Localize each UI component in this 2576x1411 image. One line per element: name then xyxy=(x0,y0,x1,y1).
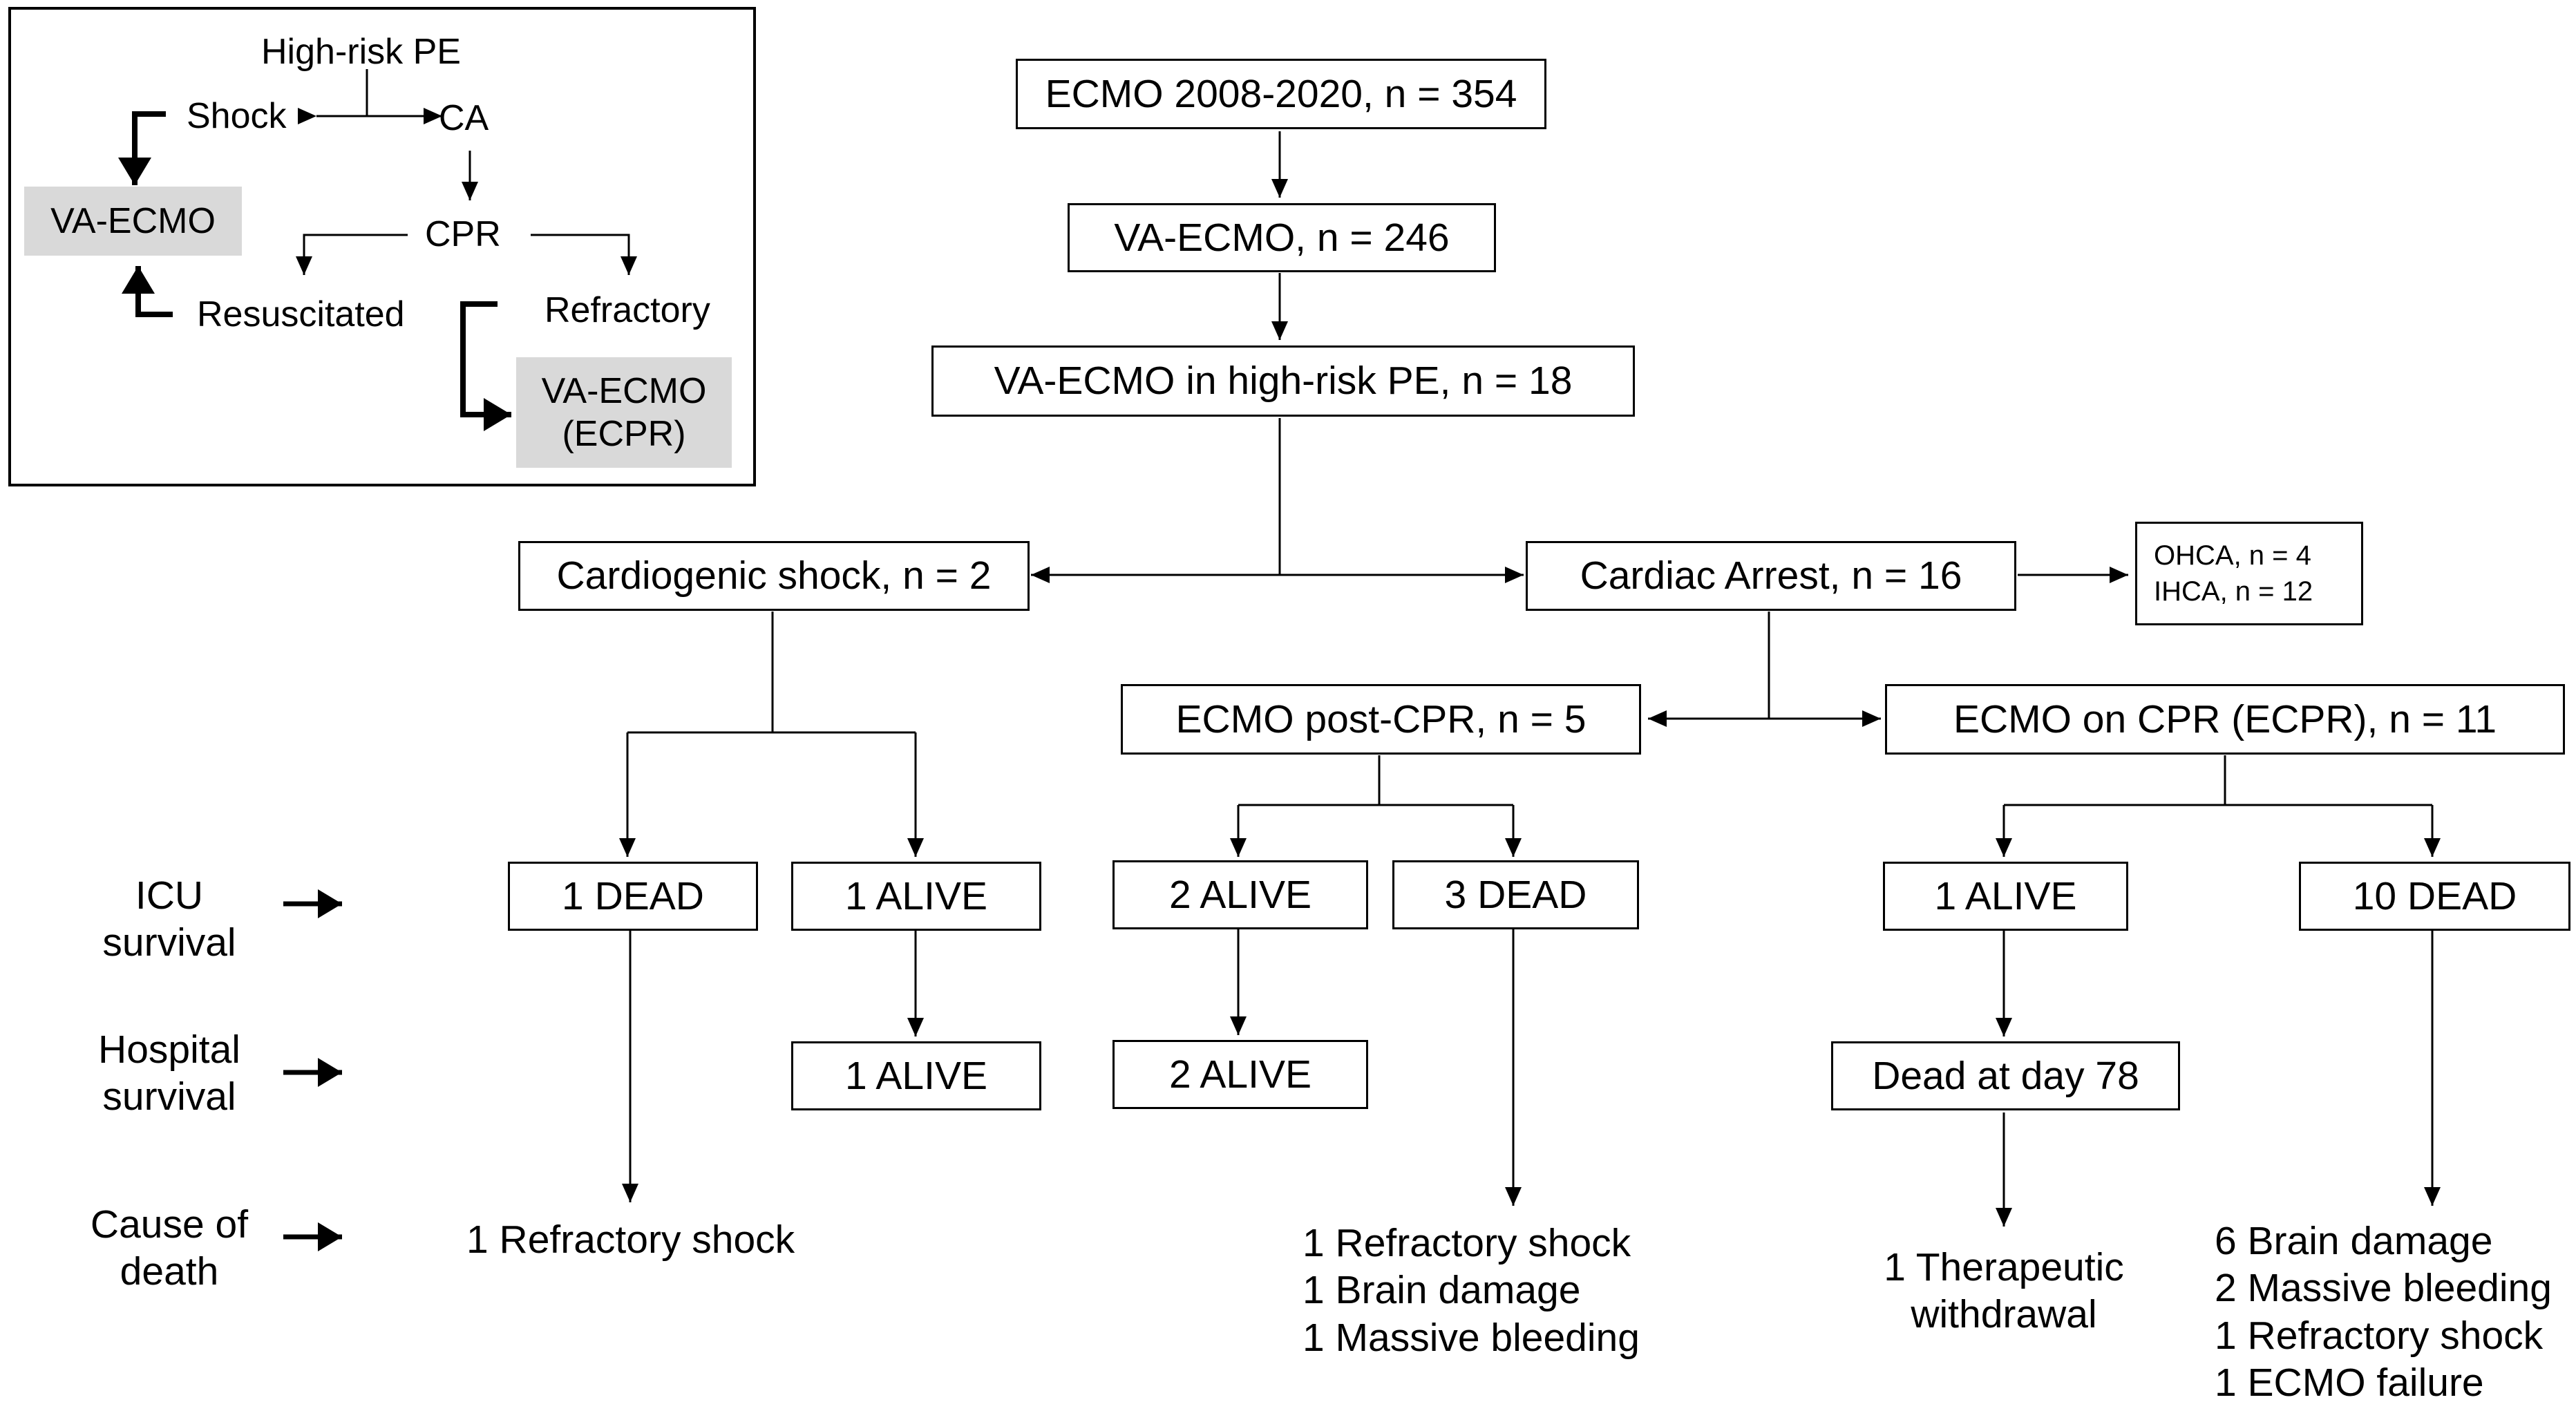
box-ecmo-total: ECMO 2008-2020, n = 354 xyxy=(1016,59,1546,129)
box-shock-alive-hospital: 1 ALIVE xyxy=(791,1041,1041,1110)
inset-cpr-left-arrow xyxy=(296,234,408,275)
inset-shock-label: Shock xyxy=(187,96,287,136)
box-ecpr-dead: 10 DEAD xyxy=(2299,862,2570,931)
box-cardiac-arrest: Cardiac Arrest, n = 16 xyxy=(1526,541,2016,611)
cause-post-cpr: 1 Refractory shock 1 Brain damage 1 Mass… xyxy=(1303,1221,1640,1360)
box-va-ecmo: VA-ECMO, n = 246 xyxy=(1068,203,1496,272)
inset-root-label: High-risk PE xyxy=(261,32,461,72)
box-ecmo-post-cpr: ECMO post-CPR, n = 5 xyxy=(1121,684,1641,755)
box-post-alive-hospital: 2 ALIVE xyxy=(1112,1040,1368,1109)
row-label-cause: Cause of death xyxy=(90,1202,249,1294)
cause-ecpr-withdrawal: 1 Therapeutic withdrawal xyxy=(1884,1245,2124,1337)
inset-refractory-ecpr-arrow xyxy=(460,301,511,431)
inset-ca-label: CA xyxy=(439,98,489,138)
row-label-icu: ICU survival xyxy=(102,873,236,965)
inset-va-ecmo-ecpr-box: VA-ECMO (ECPR) xyxy=(516,357,732,468)
inset-frame xyxy=(8,7,756,486)
ohca-label: OHCA, n = 4 xyxy=(2154,540,2311,571)
row-label-hospital: Hospital survival xyxy=(98,1028,240,1119)
inset-cpr-right-arrow xyxy=(531,234,637,275)
box-ecpr-dead-day-78: Dead at day 78 xyxy=(1831,1041,2180,1110)
cause-shock: 1 Refractory shock xyxy=(466,1218,795,1262)
box-ohca-ihca: OHCA, n = 4 IHCA, n = 12 xyxy=(2135,522,2363,625)
inset-refractory-label: Refractory xyxy=(544,290,710,330)
box-post-alive: 2 ALIVE xyxy=(1112,860,1368,929)
cause-ecpr-dead: 6 Brain damage 2 Massive bleeding 1 Refr… xyxy=(2215,1219,2552,1405)
inset-resus-vaecmo-arrow xyxy=(122,266,173,317)
box-post-dead: 3 DEAD xyxy=(1392,860,1639,929)
box-ecmo-on-cpr: ECMO on CPR (ECPR), n = 11 xyxy=(1885,684,2565,755)
box-ecpr-alive: 1 ALIVE xyxy=(1883,862,2128,931)
box-shock-dead: 1 DEAD xyxy=(508,862,758,931)
box-shock-alive: 1 ALIVE xyxy=(791,862,1041,931)
inset-cpr-label: CPR xyxy=(425,214,501,254)
ihca-label: IHCA, n = 12 xyxy=(2154,576,2313,607)
box-va-ecmo-pe: VA-ECMO in high-risk PE, n = 18 xyxy=(931,345,1635,417)
inset-va-ecmo-box: VA-ECMO xyxy=(24,187,242,256)
box-cardiogenic-shock: Cardiogenic shock, n = 2 xyxy=(518,541,1030,611)
inset-shock-vaecmo-arrow xyxy=(118,111,166,185)
inset-resuscitated-label: Resuscitated xyxy=(197,294,405,334)
